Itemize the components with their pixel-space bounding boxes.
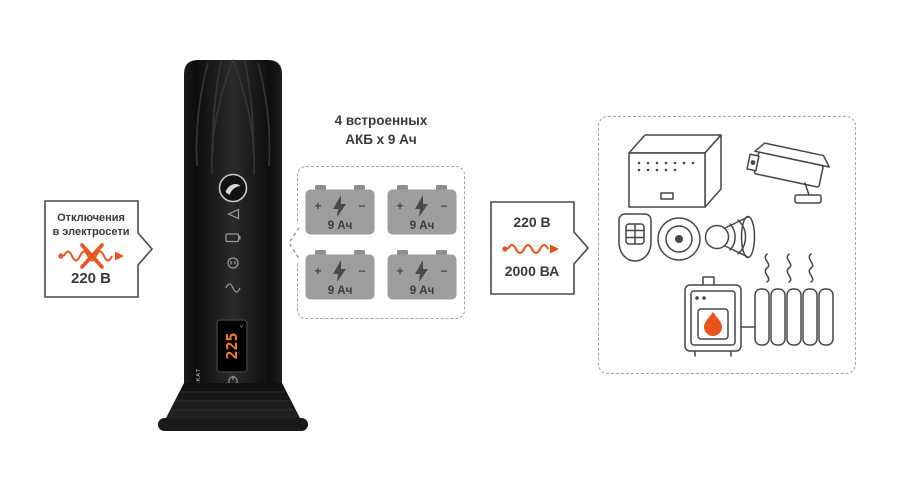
input-voltage: 220 В [70, 270, 112, 287]
heat-waves-icon [764, 253, 814, 283]
bolt-icon [333, 195, 346, 217]
battery-icon: + − 9 Ач [387, 185, 457, 235]
bolt-icon [333, 260, 346, 282]
ups-petal-pattern [195, 59, 271, 175]
battery-capacity: 9 Ач [410, 220, 435, 232]
battery-icon: + − 9 Ач [305, 250, 375, 300]
control-panel-icon [628, 134, 722, 208]
battery-icon: + − 9 Ач [305, 185, 375, 235]
cctv-camera-icon [746, 142, 830, 204]
power-cut-icon [58, 243, 124, 269]
battery-minus: − [440, 199, 447, 213]
battery-title-line1: 4 встроенных [334, 113, 428, 128]
battery-minus: − [358, 264, 365, 278]
input-callout-line2: в электросети [52, 226, 130, 238]
ups-display-unit: v [240, 324, 243, 330]
input-callout: Отключения в электросети 220 В [44, 200, 154, 298]
bolt-icon [415, 195, 428, 217]
battery-minus: − [358, 199, 365, 213]
battery-minus: − [440, 264, 447, 278]
battery-box: + − 9 Ач + − 9 Ач + − 9 Ач + [288, 166, 465, 319]
sine-icon [225, 283, 241, 293]
output-power: 2000 ВА [504, 263, 560, 279]
devices-illustration [618, 134, 834, 357]
ups-base-ridges [171, 391, 295, 411]
battery-plus: + [314, 264, 321, 278]
outlet-icon [227, 257, 239, 269]
battery-capacity: 9 Ач [410, 285, 435, 297]
output-voltage: 220 В [513, 214, 551, 230]
ups-display-value: 225 [223, 332, 241, 359]
smoke-detector-icon [657, 217, 701, 261]
bolt-icon [415, 260, 428, 282]
ups-brand: SKAT [196, 368, 202, 386]
battery-connector-gap [295, 223, 302, 262]
output-callout: 220 В 2000 ВА [490, 201, 590, 295]
ups-display [216, 319, 248, 373]
battery-block-title: 4 встроенных АКБ х 9 Ач [287, 112, 475, 150]
devices-box [598, 116, 856, 374]
battery-icon: + − 9 Ач [387, 250, 457, 300]
radiator-icon [754, 288, 834, 346]
gas-boiler-icon [684, 276, 742, 357]
battery-plus: + [314, 199, 321, 213]
battery-title-line2: АКБ х 9 Ач [345, 131, 417, 147]
battery-capacity: 9 Ач [328, 285, 353, 297]
input-callout-line1: Отключения [57, 212, 125, 224]
ups-body [184, 60, 282, 383]
siren-icon [704, 215, 756, 259]
power-flow-icon [502, 244, 559, 254]
alarm-icon [227, 208, 240, 220]
battery-plus: + [396, 264, 403, 278]
ups-tower: 225 v SKAT [158, 59, 308, 431]
battery-plus: + [396, 199, 403, 213]
motion-sensor-icon [618, 213, 652, 262]
battery-status-icon [225, 233, 241, 243]
ups-foot [158, 418, 308, 431]
battery-connector-chevron [288, 226, 300, 259]
boiler-flame-icon [704, 312, 722, 336]
ups-logo-bird [225, 184, 241, 195]
battery-capacity: 9 Ач [328, 220, 353, 232]
